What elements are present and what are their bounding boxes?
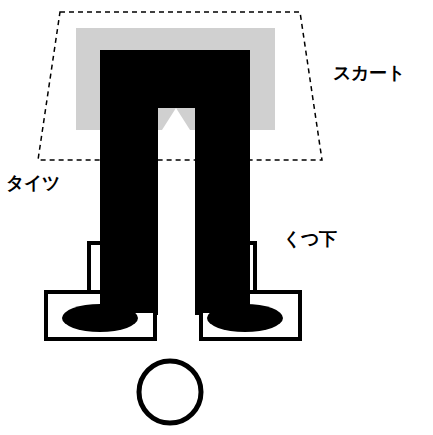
skirt-label: スカート (333, 62, 405, 84)
tights-left-leg (100, 50, 158, 315)
tights-left-lower (100, 243, 158, 313)
right-foot (207, 304, 283, 332)
socks-label: くつ下 (283, 228, 337, 250)
ok-circle (139, 361, 201, 423)
tights-label: タイツ (6, 172, 60, 194)
crotch-notch (162, 108, 190, 130)
tights-right-leg (195, 50, 250, 315)
left-foot (62, 304, 138, 332)
tights-right-lower (201, 243, 250, 313)
skirt-outline (38, 12, 322, 160)
